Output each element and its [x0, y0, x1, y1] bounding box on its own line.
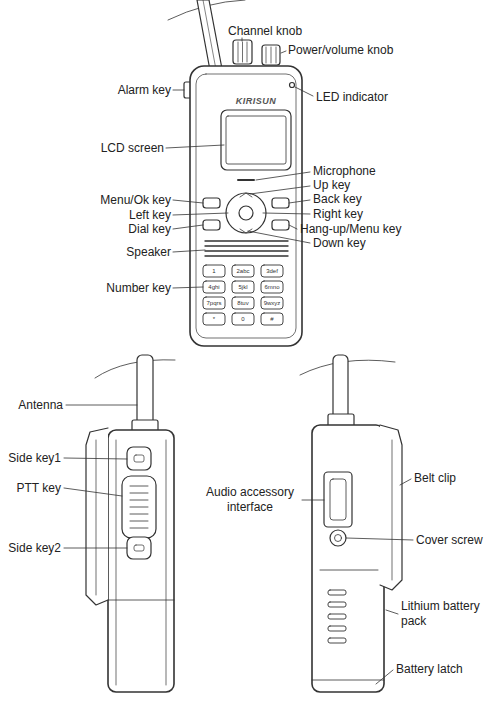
part-label: Battery latch — [396, 662, 463, 677]
part-label: Down key — [313, 236, 366, 251]
key-label: 9wxyz — [261, 300, 283, 307]
part-label: LCD screen — [101, 141, 164, 156]
key-label: 3def — [261, 268, 283, 275]
part-label: Side key1 — [8, 451, 61, 466]
key-label: 1 — [203, 268, 225, 275]
key-label: 8tuv — [232, 300, 254, 307]
part-label: PTT key — [17, 481, 61, 496]
part-label: Dial key — [128, 222, 171, 237]
brand-logo: KIRISUN — [236, 94, 277, 109]
key-label: # — [261, 316, 283, 323]
part-label: Alarm key — [118, 83, 171, 98]
part-label: Lithium battery pack — [401, 599, 487, 629]
part-label: Channel knob — [228, 24, 302, 39]
part-label: Left key — [129, 208, 171, 223]
key-label: 2abc — [232, 268, 254, 275]
part-label: LED indicator — [316, 90, 388, 105]
part-label: Belt clip — [414, 471, 456, 486]
part-label: Menu/Ok key — [100, 193, 171, 208]
part-label: Number key — [106, 281, 171, 296]
part-label: Power/volume knob — [288, 43, 393, 58]
part-label: Right key — [313, 207, 363, 222]
part-label: Side key2 — [8, 541, 61, 556]
part-label: Cover screw — [416, 533, 483, 548]
part-label: Audio accessory interface — [198, 485, 302, 515]
key-label: 7pqrs — [203, 300, 225, 307]
part-label: Speaker — [126, 245, 171, 260]
part-label: Microphone — [313, 164, 376, 179]
key-label: 0 — [232, 316, 254, 323]
key-label: 6mno — [261, 284, 283, 291]
key-label: 4ghi — [203, 284, 225, 291]
part-label: Hang-up/Menu key — [300, 222, 401, 237]
leader-lines — [64, 38, 413, 684]
key-label: 5jkl — [232, 284, 254, 291]
part-label: Up key — [313, 178, 350, 193]
key-label: * — [203, 316, 225, 323]
part-label: Antenna — [18, 398, 63, 413]
part-label: Back key — [313, 192, 362, 207]
